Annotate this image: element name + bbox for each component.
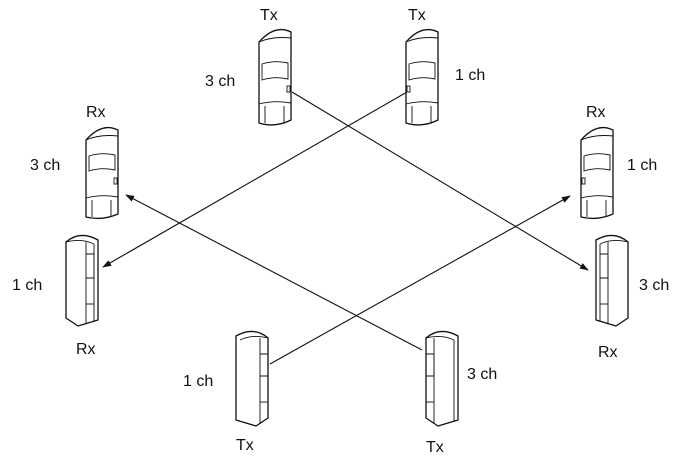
rx-left-lower-unit: [65, 234, 99, 327]
tx-bottom-left-role: Tx: [236, 437, 254, 454]
rx-right-lower-role: Rx: [598, 344, 618, 361]
tx-top-left-channel: 3 ch: [205, 73, 235, 90]
beam-tx-bottom-left-to-rx-right-upper: [269, 195, 571, 365]
rx-right-lower-unit: [595, 234, 629, 327]
tx-top-right-channel: 1 ch: [455, 67, 485, 84]
rx-right-upper-unit: [580, 126, 614, 220]
tx-top-left-unit: [258, 28, 292, 126]
tx-bottom-right-channel: 3 ch: [467, 366, 497, 383]
tx-bottom-right-role: Tx: [426, 439, 444, 456]
tx-bottom-left-unit: [235, 330, 269, 427]
tx-bottom-left-channel: 1 ch: [183, 373, 213, 390]
rx-right-lower-channel: 3 ch: [639, 277, 669, 294]
beam-tx-bottom-right-to-rx-left-upper: [125, 194, 423, 351]
rx-left-upper-unit: [85, 126, 119, 220]
rx-left-lower-channel: 1 ch: [12, 277, 42, 294]
beam-tx-top-left-to-rx-right-lower: [291, 91, 589, 271]
rx-left-lower-role: Rx: [76, 341, 96, 358]
tx-top-right-role: Tx: [408, 7, 426, 24]
beam-tx-top-right-to-rx-left-lower: [102, 91, 408, 268]
rx-left-upper-role: Rx: [86, 104, 106, 121]
tx-bottom-right-unit: [425, 330, 459, 427]
tx-top-right-unit: [405, 28, 439, 126]
rx-right-upper-channel: 1 ch: [627, 157, 657, 174]
rx-right-upper-role: Rx: [586, 104, 606, 121]
tx-top-left-role: Tx: [260, 7, 278, 24]
rx-left-upper-channel: 3 ch: [30, 157, 60, 174]
